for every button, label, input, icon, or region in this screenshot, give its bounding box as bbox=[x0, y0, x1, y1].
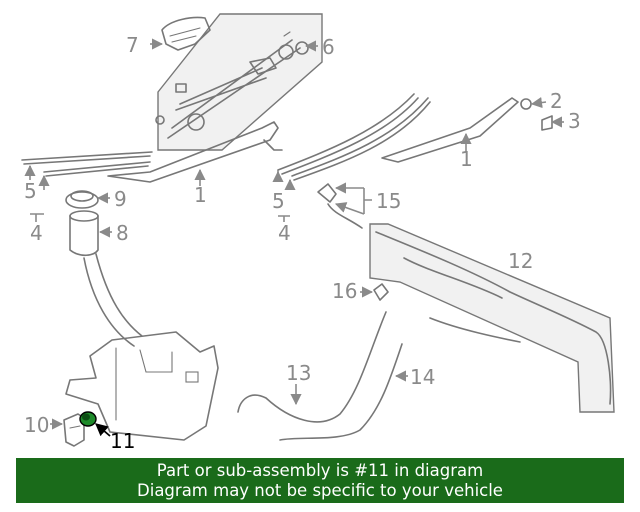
callout-1-right: 1 bbox=[460, 147, 473, 171]
callout-4-left: 4 bbox=[30, 221, 43, 245]
filler-neck-8 bbox=[69, 210, 143, 347]
callout-5-left: 5 bbox=[24, 179, 37, 203]
callout-16: 16 bbox=[332, 279, 357, 303]
callout-4-right: 4 bbox=[278, 221, 291, 245]
banner-line-1: Part or sub-assembly is #11 in diagram bbox=[156, 461, 484, 480]
washer-pump-10 bbox=[63, 413, 85, 447]
callout-12: 12 bbox=[508, 249, 533, 273]
callout-3: 3 bbox=[568, 109, 581, 133]
callout-2: 2 bbox=[550, 89, 563, 113]
parts-diagram: 7 6 2 3 1 1 9 8 5 4 5 4 15 12 16 13 14 1… bbox=[21, 13, 615, 453]
banner-line-2: Diagram may not be specific to your vehi… bbox=[137, 481, 503, 500]
linkage-panel bbox=[155, 13, 323, 151]
callout-7: 7 bbox=[126, 33, 139, 57]
callout-15: 15 bbox=[376, 189, 401, 213]
left-wiper-arm bbox=[107, 121, 283, 183]
notice-banner: Part or sub-assembly is #11 in diagram D… bbox=[16, 458, 624, 503]
callout-11-highlighted: 11 bbox=[110, 429, 135, 453]
callout-6: 6 bbox=[322, 35, 335, 59]
callout-14: 14 bbox=[410, 365, 435, 389]
callout-8: 8 bbox=[116, 221, 129, 245]
callout-13: 13 bbox=[286, 361, 311, 385]
reservoir-cap-9 bbox=[65, 190, 99, 209]
left-wiper-blade bbox=[21, 151, 153, 177]
washer-hose-14 bbox=[279, 343, 403, 441]
wiper-motor bbox=[161, 16, 211, 51]
hose-assembly-panel-12 bbox=[369, 223, 615, 413]
right-wiper-blade bbox=[277, 93, 431, 181]
washer-nozzle-16 bbox=[373, 283, 389, 301]
washer-nozzle-15 bbox=[317, 183, 363, 229]
washer-hose-13 bbox=[237, 311, 387, 423]
callout-1-left: 1 bbox=[194, 183, 207, 207]
pump-grommet-11 bbox=[79, 411, 97, 427]
callout-9: 9 bbox=[114, 187, 127, 211]
callout-5-right: 5 bbox=[272, 189, 285, 213]
washer-reservoir bbox=[65, 331, 219, 441]
callout-10: 10 bbox=[24, 413, 49, 437]
